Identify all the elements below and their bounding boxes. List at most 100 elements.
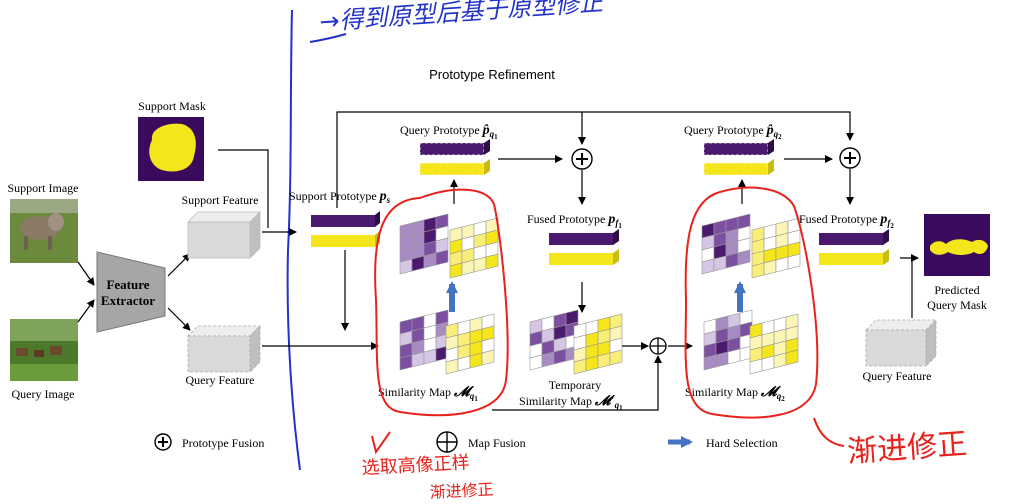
similarity-map-2-yellow	[749, 313, 799, 375]
grid-cell	[541, 351, 555, 368]
grid-cell	[529, 354, 543, 371]
predicted-label-1: Predicted	[934, 283, 979, 297]
similarity-map-1-label: Similarity Map 𝓜q1	[378, 385, 478, 403]
feature-extractor-label-2: Extractor	[101, 293, 155, 308]
grid-cell	[481, 349, 495, 366]
feature-extractor-label-1: Feature	[106, 277, 149, 292]
grid-cell	[727, 348, 741, 365]
legend-hard-selection-label: Hard Selection	[706, 436, 778, 450]
similarity-map-2-purple	[703, 309, 753, 371]
grid-cell	[585, 355, 599, 372]
similarity-grids	[399, 213, 801, 375]
section-title: Prototype Refinement	[429, 67, 555, 82]
fused-prototype-1-label: Fused Prototype pf1	[527, 212, 622, 230]
grid-cell	[773, 352, 787, 369]
support-mask-image	[138, 117, 204, 181]
selected-map-1-purple	[399, 213, 449, 275]
grid-cell	[751, 262, 765, 279]
grid-cell	[473, 256, 487, 273]
svg-text:Similarity Map 𝓜q1: Similarity Map 𝓜q1	[378, 385, 478, 403]
grid-cell	[597, 352, 611, 369]
grid-cell	[449, 262, 463, 279]
svg-text:Query Prototype p̂q2: Query Prototype p̂q2	[684, 123, 782, 141]
query-image-arrow	[77, 299, 95, 323]
query-image-label: Query Image	[12, 387, 75, 401]
predicted-query-mask	[924, 214, 990, 276]
handwritten-divider-line	[286, 9, 301, 471]
grid-cell	[761, 355, 775, 372]
extractor-to-query-arrow	[167, 307, 191, 331]
grid-cell	[609, 349, 623, 366]
similarity-map-2-label: Similarity Map 𝓜q2	[685, 385, 785, 403]
red-note-right: 渐进修正	[846, 427, 968, 470]
query-prototype-2-bars	[703, 139, 774, 176]
svg-text:Query Prototype p̂q1: Query Prototype p̂q1	[400, 123, 498, 141]
temporary-label: Temporary	[549, 378, 601, 392]
grid-cell	[469, 352, 483, 369]
grid-cell	[715, 351, 729, 368]
grid-cell	[461, 259, 475, 276]
grid-cell	[445, 358, 459, 375]
red-check-mark	[371, 431, 391, 455]
grid-cell	[399, 258, 413, 275]
support-prototype-label: Support Prototype ps	[289, 189, 391, 205]
selected-map-2-yellow	[751, 217, 801, 279]
svg-text:Similarity Map 𝓜q2: Similarity Map 𝓜q2	[685, 385, 785, 403]
legend-prototype-fusion-label: Prototype Fusion	[182, 436, 264, 450]
support-image-label: Support Image	[8, 181, 79, 195]
temporary-similarity-label: Similarity Map 𝓜′q1	[519, 394, 623, 412]
temp-map-yellow	[573, 313, 623, 375]
query-feature-right-label: Query Feature	[863, 369, 932, 383]
similarity-map-1-purple	[399, 309, 449, 371]
grid-cell	[701, 258, 715, 275]
grid-cell	[485, 253, 499, 270]
grid-cell	[775, 256, 789, 273]
grid-cell	[399, 354, 413, 371]
legend-map-fusion-label: Map Fusion	[468, 436, 526, 450]
grid-cell	[423, 252, 437, 269]
prototype-fusion-node-2	[839, 147, 861, 169]
grid-cell	[411, 255, 425, 272]
support-prototype-bars	[311, 211, 380, 247]
red-circle-left	[374, 188, 509, 417]
prototype-fusion-node-1	[571, 148, 593, 170]
selected-map-2-purple	[701, 213, 751, 275]
support-image-arrow	[77, 261, 95, 286]
query-prototype-1-label: Query Prototype p̂q1	[400, 123, 498, 141]
grid-cell	[573, 358, 587, 375]
feature-extractor-block	[96, 251, 166, 333]
mask-to-prototype-line	[218, 149, 269, 228]
red-connector-right	[813, 417, 845, 447]
svg-text:Similarity Map 𝓜′q1: Similarity Map 𝓜′q1	[519, 394, 623, 412]
grid-cell	[787, 253, 801, 270]
predicted-label-2: Query Mask	[927, 298, 987, 312]
query-prototype-1-bars	[419, 139, 490, 176]
handwritten-note-top: →得到原型后基于原型修正	[318, 0, 606, 36]
grid-cell	[737, 249, 751, 266]
grid-cell	[411, 351, 425, 368]
support-image	[10, 199, 78, 263]
temp-map-purple	[529, 309, 579, 371]
extractor-to-support-arrow	[167, 253, 191, 277]
fused-prototype-1-bars	[549, 229, 619, 265]
svg-text:Support Prototype ps: Support Prototype ps	[289, 189, 391, 205]
grid-cell	[713, 255, 727, 272]
support-mask-label: Support Mask	[138, 99, 206, 113]
svg-text:Fused Prototype pf2: Fused Prototype pf2	[799, 212, 894, 230]
query-image	[10, 319, 78, 381]
selected-map-1-yellow	[449, 217, 499, 279]
grid-cell	[553, 348, 567, 365]
svg-text:Fused Prototype pf1: Fused Prototype pf1	[527, 212, 622, 230]
grid-cell	[749, 358, 763, 375]
fused-prototype-2-label: Fused Prototype pf2	[799, 212, 894, 230]
support-feature-label: Support Feature	[182, 193, 259, 207]
fused-prototype-2-bars	[819, 229, 889, 265]
query-feature-right-cube	[865, 319, 937, 367]
legend-map-fusion: Map Fusion	[436, 431, 526, 453]
grid-cell	[725, 252, 739, 269]
legend-hard-selection: Hard Selection	[668, 436, 778, 450]
grid-cell	[457, 355, 471, 372]
grid-cell	[423, 348, 437, 365]
legend-prototype-fusion: Prototype Fusion	[154, 433, 264, 451]
